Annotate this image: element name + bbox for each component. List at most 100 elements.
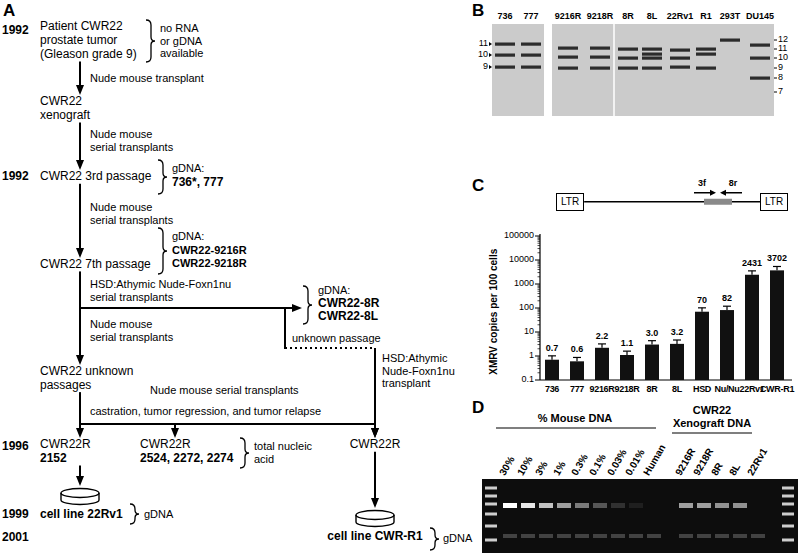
edge-label: Nude mouse transplant (90, 72, 250, 85)
minor-tick (538, 361, 541, 362)
data-bar (595, 348, 609, 380)
gel-band (750, 77, 770, 80)
lane-label: 736 (485, 11, 525, 21)
major-tick (535, 332, 540, 333)
flow-arrow (374, 452, 376, 504)
minor-tick (538, 261, 541, 262)
gel-band (593, 503, 607, 508)
curly-brace (130, 504, 139, 524)
gel-band (697, 503, 711, 508)
marker-tick (489, 65, 492, 69)
major-tick (535, 260, 540, 261)
data-bar (570, 361, 584, 380)
panel-letter: B (472, 1, 496, 21)
panel-letter: D (472, 398, 496, 418)
minor-tick (538, 265, 541, 266)
error-cap (673, 339, 681, 340)
dish-rim (61, 489, 99, 498)
lane-label: 9218R (580, 11, 620, 21)
year-label: 1992 (2, 170, 36, 184)
minor-tick (538, 243, 541, 244)
minor-tick (538, 310, 541, 311)
minor-tick (538, 267, 541, 268)
primer-dimer (575, 534, 589, 538)
gel-band (642, 67, 662, 70)
gel-band (558, 67, 578, 70)
category-label: 8R (634, 384, 670, 394)
gel-band (750, 57, 770, 60)
minor-tick (538, 262, 541, 263)
edge-label: HSD:Athymic Nude-Foxn1nu serial transpla… (90, 278, 240, 303)
data-bar (645, 345, 659, 380)
minor-tick (538, 372, 541, 373)
curly-brace (240, 438, 249, 468)
minor-tick (538, 263, 541, 264)
curly-brace (146, 20, 155, 62)
lane-label: 777 (511, 11, 551, 21)
minor-tick (538, 320, 541, 321)
primer-dimer (539, 534, 553, 538)
error-bar (726, 306, 727, 310)
node-text: Patient CWR22 prostate tumor (Gleason gr… (40, 20, 145, 61)
major-tick (535, 308, 540, 309)
minor-tick (538, 285, 541, 286)
year-label: 2001 (2, 531, 36, 545)
primer-arrow (725, 192, 742, 194)
size-marker: 8 (778, 72, 798, 82)
ladder-band (485, 503, 497, 506)
ladder-band (485, 487, 497, 490)
panel-letter: C (472, 176, 496, 196)
gel-band (733, 503, 747, 508)
minor-tick (538, 365, 541, 366)
node-text: 2524, 2272, 2274 (140, 452, 233, 466)
gel-band (558, 47, 578, 50)
relapsed-tumor: CWR22R (350, 438, 401, 452)
minor-tick (538, 358, 541, 359)
primer-arrowhead (710, 190, 716, 196)
flow-arrow (79, 272, 81, 361)
edge-label: Nude mouse serial transplants (90, 201, 178, 226)
axis-tick-label: 100000 (490, 230, 534, 240)
minor-tick (538, 248, 541, 249)
x-axis (540, 379, 792, 380)
data-bar (720, 310, 734, 380)
curly-brace (158, 160, 167, 194)
error-bar (776, 266, 777, 270)
node-text: CWR22R (140, 438, 233, 452)
primer-label: 8r (723, 178, 743, 188)
ladder-band (782, 503, 794, 506)
error-cap (623, 351, 631, 352)
size-marker: 10 (778, 52, 798, 62)
gel-band (611, 503, 625, 508)
size-marker: 7 (778, 86, 798, 96)
minor-tick (538, 363, 541, 364)
lane-label: 8L (632, 11, 672, 21)
gel-band (557, 503, 571, 508)
minor-tick (538, 291, 541, 292)
primer-dimer (557, 534, 571, 538)
flow-arrow (79, 393, 81, 434)
value-label: 70 (687, 295, 717, 305)
marker-tick (774, 40, 777, 41)
gel-band (590, 67, 610, 70)
sample-id: 736*, 777 (172, 176, 252, 190)
gel-band (670, 49, 690, 52)
gel-band (521, 66, 541, 69)
node-text: 2152 (40, 452, 91, 466)
error-bar (601, 344, 602, 348)
gel-band (715, 503, 729, 508)
ltr-box: LTR (760, 193, 788, 211)
primer-dimer (521, 534, 535, 538)
dish-wall (61, 493, 99, 505)
value-label: 3.2 (662, 327, 692, 337)
minor-tick (538, 241, 541, 242)
axis-tick-label: 0.1 (490, 374, 534, 384)
size-marker: 9 (472, 61, 488, 71)
gel-band (696, 67, 716, 70)
gel-band (495, 66, 515, 69)
gel-band (696, 53, 716, 56)
sample-id: CWR22-9216R CWR22-9218R (172, 244, 258, 269)
gel-band (679, 503, 693, 508)
minor-tick (538, 269, 541, 270)
